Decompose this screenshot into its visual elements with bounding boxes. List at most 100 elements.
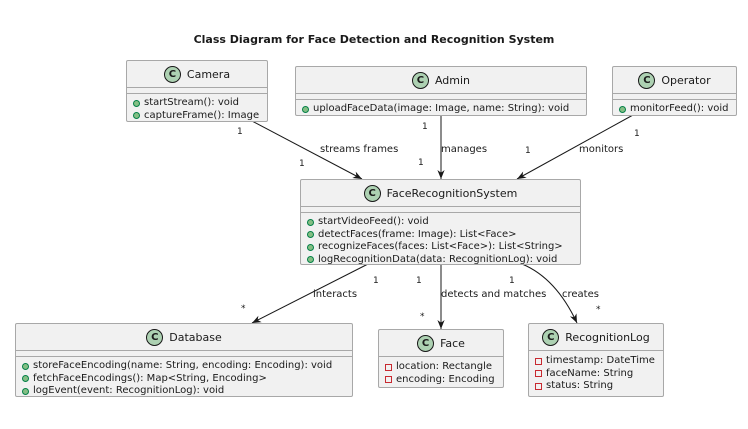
member-text: faceName: String [546,367,634,379]
mult-camera-side: 1 [237,127,243,137]
private-visibility-icon [535,370,542,378]
class-name: Operator [661,73,711,87]
class-badge-icon: C [411,71,429,89]
mult-frs-side-log: 1 [509,276,515,286]
class-face[interactable]: C Face location: Rectangle encoding: Enc… [378,329,504,388]
class-log-header: C RecognitionLog [529,324,663,351]
member-text: startVideoFeed(): void [318,216,429,227]
public-visibility-icon [22,362,29,370]
class-badge-icon: C [417,334,435,352]
diagram-title: Class Diagram for Face Detection and Rec… [193,33,555,46]
class-database-header: C Database [16,324,352,351]
public-visibility-icon [133,99,140,107]
method-row: recognizeFaces(faces: List<Face>): List<… [307,241,574,254]
public-visibility-icon [22,387,29,395]
method-row: detectFaces(frame: Image): List<Face> [307,229,574,242]
public-visibility-icon [307,256,314,264]
public-visibility-icon [302,105,309,113]
mult-database-side: * [241,304,246,314]
private-visibility-icon [385,376,392,384]
class-face-recognition-system[interactable]: C FaceRecognitionSystem startVideoFeed()… [300,179,581,265]
edge-label-streams-frames: streams frames [320,144,399,155]
mult-frs-side-database: 1 [373,276,379,286]
edge-label-manages: manages [441,144,488,155]
member-text: monitorFeed(): void [630,103,729,114]
method-row: logEvent(event: RecognitionLog): void [22,385,346,398]
member-text: timestamp: DateTime [546,355,655,366]
class-badge-icon: C [146,328,164,346]
method-row: startVideoFeed(): void [307,216,574,229]
method-row: fetchFaceEncodings(): Map<String, Encodi… [22,373,346,386]
mult-frs-side-face: 1 [416,276,422,286]
class-name: FaceRecognitionSystem [386,186,518,200]
method-row: captureFrame(): Image [133,110,261,123]
public-visibility-icon [22,375,29,383]
attributes-compartment [127,88,267,94]
class-admin-header: C Admin [296,67,586,94]
class-badge-icon: C [638,71,656,89]
class-name: Database [169,330,222,344]
class-name: Admin [434,73,471,87]
method-row: logRecognitionData(data: RecognitionLog)… [307,254,574,267]
edge-label-interacts: interacts [313,289,358,300]
public-visibility-icon [307,231,314,239]
attributes-compartment: location: Rectangle encoding: Encoding [379,357,503,388]
class-name: Face [440,336,465,350]
methods-compartment: monitorFeed(): void [613,100,736,118]
class-camera[interactable]: C Camera startStream(): void captureFram… [126,60,268,122]
class-database[interactable]: C Database storeFaceEncoding(name: Strin… [15,323,353,397]
class-face-header: C Face [379,330,503,357]
member-text: detectFaces(frame: Image): List<Face> [318,228,517,240]
public-visibility-icon [619,105,626,113]
edge-frs-database [251,263,369,324]
edge-frs-log [521,263,578,324]
methods-compartment: startStream(): void captureFrame(): Imag… [127,94,267,124]
attribute-row: timestamp: DateTime [535,355,657,368]
edge-operator-frs [516,114,634,180]
methods-compartment: startVideoFeed(): void detectFaces(frame… [301,213,580,268]
attributes-compartment [301,207,580,213]
methods-compartment: uploadFaceData(image: Image, name: Strin… [296,100,586,118]
member-text: encoding: Encoding [396,373,495,385]
class-operator[interactable]: C Operator monitorFeed(): void [612,66,737,116]
class-badge-icon: C [163,65,181,83]
member-text: uploadFaceData(image: Image, name: Strin… [313,103,570,114]
attributes-compartment [296,94,586,100]
mult-operator-side: 1 [634,129,640,139]
edge-label-detects-and-matches: detects and matches [441,289,547,300]
method-row: uploadFaceData(image: Image, name: Strin… [302,103,580,116]
class-badge-icon: C [363,184,381,202]
attribute-row: status: String [535,380,657,393]
class-frs-header: C FaceRecognitionSystem [301,180,580,207]
public-visibility-icon [133,112,140,120]
attribute-row: location: Rectangle [385,361,497,374]
edge-label-creates: creates [562,289,599,300]
class-recognition-log[interactable]: C RecognitionLog timestamp: DateTime fac… [528,323,664,397]
member-text: storeFaceEncoding(name: String, encoding… [33,360,333,371]
member-text: status: String [546,380,614,391]
edge-label-monitors: monitors [579,144,624,155]
mult-frs-side-admin: 1 [418,158,424,168]
attribute-row: encoding: Encoding [385,374,497,387]
attributes-compartment: timestamp: DateTime faceName: String sta… [529,351,663,395]
mult-frs-side-operator: 1 [525,146,531,156]
attributes-compartment [16,351,352,357]
class-name: Camera [186,67,231,81]
private-visibility-icon [535,357,542,365]
method-row: startStream(): void [133,97,261,110]
member-text: fetchFaceEncodings(): Map<String, Encodi… [33,372,267,384]
private-visibility-icon [385,363,392,371]
method-row: storeFaceEncoding(name: String, encoding… [22,360,346,373]
member-text: captureFrame(): Image [144,109,260,121]
mult-log-side: * [596,305,601,315]
attribute-row: faceName: String [535,368,657,381]
method-row: monitorFeed(): void [619,103,730,116]
class-admin[interactable]: C Admin uploadFaceData(image: Image, nam… [295,66,587,116]
edge-camera-frs [251,120,363,180]
public-visibility-icon [307,218,314,226]
public-visibility-icon [307,243,314,251]
methods-compartment: storeFaceEncoding(name: String, encoding… [16,357,352,400]
class-name: RecognitionLog [565,330,650,344]
mult-frs-side-camera: 1 [299,159,305,169]
